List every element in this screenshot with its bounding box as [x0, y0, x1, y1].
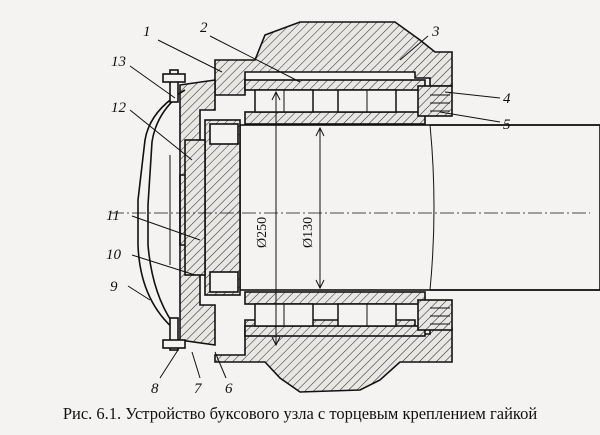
callout-12: 12	[111, 100, 127, 116]
axle-shaft	[239, 124, 600, 291]
end-nut-assembly	[169, 119, 241, 296]
callout-8: 8	[151, 381, 159, 397]
callout-leaders	[127, 35, 501, 379]
callout-9: 9	[110, 279, 118, 295]
callout-4: 4	[503, 91, 511, 107]
callout-6: 6	[225, 381, 233, 397]
callout-1: 1	[143, 24, 151, 40]
inner-diameter-label: Ø130	[301, 217, 316, 248]
roller-bearings	[244, 79, 426, 337]
bolts	[162, 69, 186, 351]
labyrinth-seal	[417, 85, 453, 331]
outer-diameter-label: Ø250	[255, 217, 270, 248]
figure-caption: Рис. 6.1. Устройство буксового узла с то…	[62, 404, 538, 423]
callout-13: 13	[111, 54, 126, 70]
axle-box-drawing: Ø250 Ø130 1 2 3 4 5 6 7 8 9 10 11 12 13	[106, 20, 600, 397]
callout-7: 7	[194, 381, 203, 397]
callout-11: 11	[106, 208, 120, 224]
callout-5: 5	[503, 117, 511, 133]
dimension-lines	[271, 90, 325, 347]
callout-10: 10	[106, 247, 122, 263]
callout-3: 3	[431, 24, 440, 40]
callout-2: 2	[200, 20, 208, 36]
